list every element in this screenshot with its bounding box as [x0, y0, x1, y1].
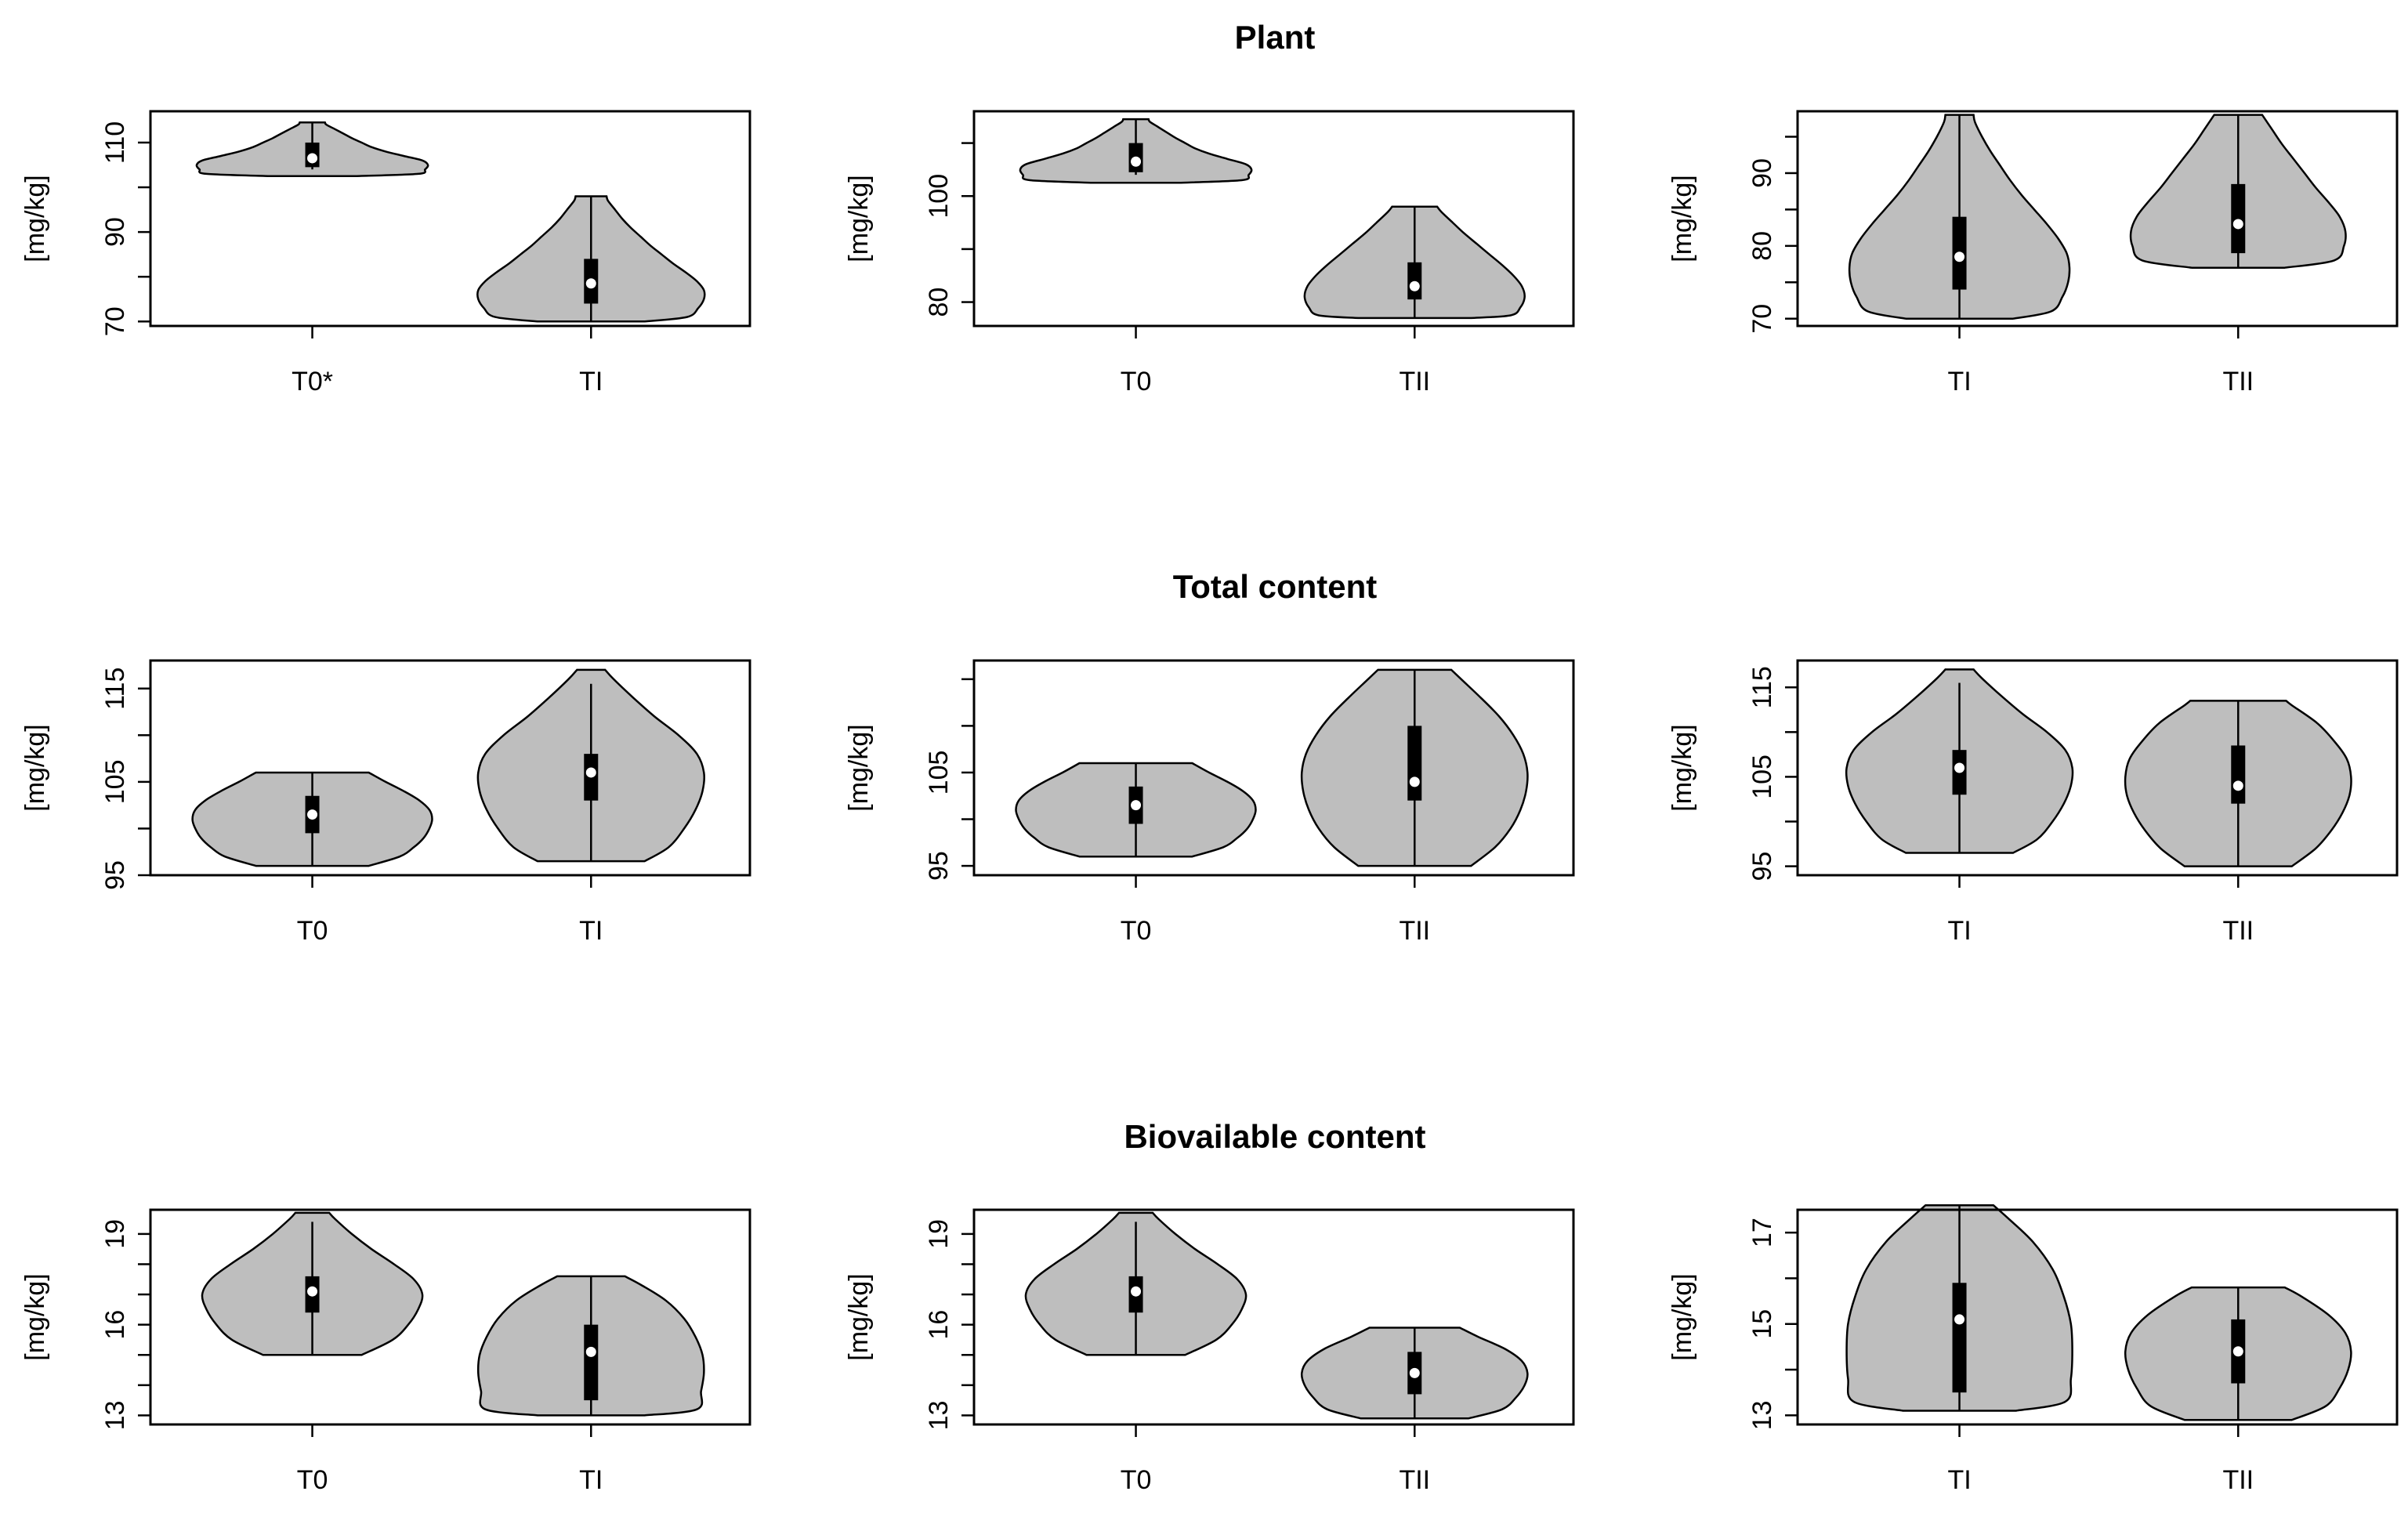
violin-iqr-box — [2231, 183, 2246, 254]
y-tick-label: 95 — [924, 851, 954, 881]
y-tick-label: 16 — [100, 1310, 130, 1340]
x-tick-label: TII — [2222, 367, 2254, 396]
x-tick-label: TI — [579, 367, 603, 396]
x-tick-label: TII — [2222, 1465, 2254, 1495]
x-tick-label: T0 — [1121, 1465, 1152, 1495]
y-tick-label: 13 — [924, 1401, 954, 1431]
y-tick-label: 105 — [100, 760, 130, 805]
x-tick-label: TI — [1947, 916, 1971, 946]
x-tick-label: T0 — [1121, 367, 1152, 396]
violin-median-point — [585, 278, 596, 289]
plot-frame — [972, 1208, 1575, 1426]
violin-median-point — [1131, 156, 1142, 167]
row-title-plant: Plant — [1235, 19, 1316, 56]
y-tick-label: 100 — [924, 174, 954, 219]
y-axis-label: [mg/kg] — [20, 724, 50, 811]
violin-median-point — [307, 1286, 318, 1297]
x-tick-label: TI — [579, 916, 603, 946]
y-axis-label: [mg/kg] — [1667, 724, 1697, 811]
violin-panel-3: TI TII 70 80 90 [mg/kg] — [1667, 110, 2399, 396]
y-axis-label: [mg/kg] — [844, 1273, 874, 1360]
y-tick-label: 17 — [1747, 1218, 1777, 1247]
violin-panel-2: T0 TII 80 100 [mg/kg] — [844, 110, 1575, 396]
violin-median-point — [2232, 780, 2243, 791]
y-axis-label: [mg/kg] — [844, 724, 874, 811]
y-tick-label: 13 — [100, 1401, 130, 1431]
plot-frame — [1796, 110, 2399, 328]
y-tick-label: 95 — [1747, 852, 1777, 881]
y-tick-label: 19 — [100, 1219, 130, 1249]
violin-median-point — [1131, 800, 1142, 811]
y-tick-label: 90 — [1747, 158, 1777, 188]
violin-panel-7: T0 TI 13 16 19 [mg/kg] — [20, 1208, 751, 1495]
violin-median-point — [585, 767, 596, 778]
violin-iqr-box — [1407, 726, 1422, 801]
y-tick-label: 90 — [100, 217, 130, 247]
violin-median-point — [2232, 1346, 2243, 1357]
y-tick-label: 110 — [100, 121, 130, 164]
x-tick-label: TII — [1399, 916, 1430, 946]
violin-median-point — [307, 809, 318, 820]
violin-panel-4: T0 TI 95 105 115 [mg/kg] — [20, 659, 751, 946]
violin-panel-5: T0 TII 95 105 [mg/kg] — [844, 659, 1575, 946]
y-axis-label: [mg/kg] — [1667, 1273, 1697, 1360]
violin-median-point — [1954, 762, 1965, 773]
violin-median-point — [1954, 1314, 1965, 1325]
violin-median-point — [1409, 1367, 1420, 1378]
violin-panel-8: T0 TII 13 16 19 [mg/kg] — [844, 1208, 1575, 1495]
violin-median-point — [1131, 1286, 1142, 1297]
violin-iqr-box — [1407, 262, 1422, 300]
y-tick-label: 115 — [1747, 666, 1777, 708]
plot-frame — [1796, 659, 2399, 877]
violin-iqr-box — [1952, 1283, 1967, 1393]
y-axis-label: [mg/kg] — [20, 175, 50, 262]
violin-iqr-box — [2231, 745, 2246, 804]
y-tick-label: 115 — [100, 668, 130, 710]
x-tick-label: TI — [579, 1465, 603, 1495]
x-tick-label: TII — [1399, 367, 1430, 396]
y-tick-label: 80 — [924, 288, 954, 317]
plot-frame — [149, 659, 751, 877]
violin-median-point — [585, 1346, 596, 1357]
y-tick-label: 70 — [100, 306, 130, 336]
x-tick-label: T0 — [1121, 916, 1152, 946]
y-tick-label: 16 — [924, 1310, 954, 1340]
x-tick-label: TI — [1947, 1465, 1971, 1495]
x-tick-label: T0* — [291, 367, 333, 396]
violin-iqr-box — [584, 1324, 599, 1401]
y-tick-label: 13 — [1747, 1400, 1777, 1430]
violin-panel-6: TI TII 95 105 115 [mg/kg] — [1667, 659, 2399, 946]
plot-frame — [972, 110, 1575, 328]
violin-median-point — [307, 153, 318, 164]
y-tick-label: 19 — [924, 1219, 954, 1249]
plot-frame — [149, 110, 751, 328]
y-axis-label: [mg/kg] — [844, 175, 874, 262]
violin-panel-9: TI TII 13 15 17 [mg/kg] — [1667, 1204, 2399, 1495]
y-tick-label: 80 — [1747, 231, 1777, 261]
x-tick-label: TII — [2222, 916, 2254, 946]
x-tick-label: TII — [1399, 1465, 1430, 1495]
y-axis-label: [mg/kg] — [1667, 175, 1697, 262]
x-tick-label: TI — [1947, 367, 1971, 396]
x-tick-label: T0 — [297, 1465, 328, 1495]
plot-frame — [972, 659, 1575, 877]
y-tick-label: 70 — [1747, 304, 1777, 334]
violin-median-point — [1409, 281, 1420, 291]
plot-frame — [149, 1208, 751, 1426]
row-title-total-content: Total content — [1173, 568, 1378, 605]
plot-frame — [1796, 1208, 2399, 1426]
y-tick-label: 15 — [1747, 1309, 1777, 1339]
y-axis-label: [mg/kg] — [20, 1273, 50, 1360]
row-title-bioavailable-content: Biovailable content — [1124, 1118, 1425, 1155]
violin-panel-1: T0* TI 70 90 110 [mg/kg] — [20, 110, 751, 396]
violin-median-point — [2232, 219, 2243, 230]
y-tick-label: 105 — [1747, 755, 1777, 799]
violin-median-point — [1409, 776, 1420, 787]
violin-median-point — [1954, 252, 1965, 262]
y-tick-label: 105 — [924, 751, 954, 795]
y-tick-label: 95 — [100, 860, 130, 890]
x-tick-label: T0 — [297, 916, 328, 946]
